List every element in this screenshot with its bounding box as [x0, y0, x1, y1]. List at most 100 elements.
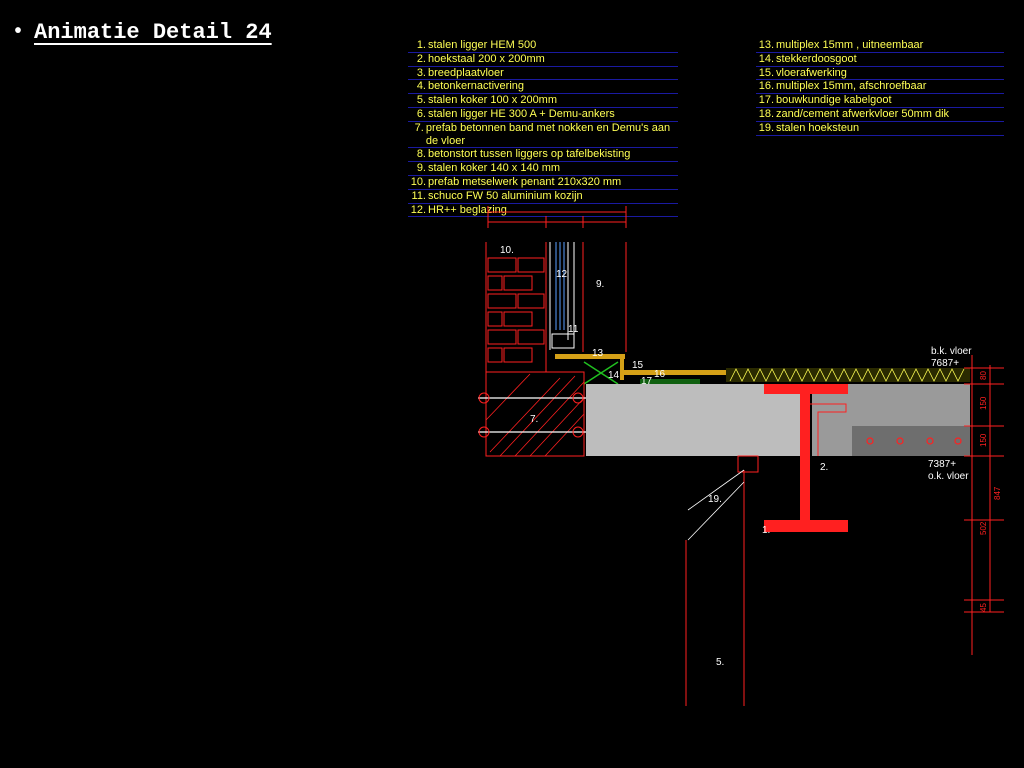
label-11: 11	[568, 324, 579, 335]
label-7: 7.	[530, 414, 538, 425]
legend-item-number: 13.	[758, 39, 774, 51]
level-bottom-name: o.k. vloer	[928, 471, 969, 482]
right-dimension-lines	[964, 355, 1004, 655]
legend-item-number: 15.	[758, 66, 774, 79]
legend-item: 17.bouwkundige kabelgoot	[756, 94, 1004, 108]
legend-item-text: prefab betonnen band met nokken en Demu'…	[425, 121, 671, 147]
legend-item-text: betonstort tussen liggers op tafelbekist…	[428, 148, 631, 161]
legend-item-text: bouwkundige kabelgoot	[776, 94, 892, 107]
label-10: 10.	[500, 245, 514, 256]
label-14: 14	[608, 370, 620, 381]
legend-item-text: stalen ligger HE 300 A + Demu-ankers	[428, 107, 615, 120]
label-17: 17	[641, 376, 653, 387]
legend-item: 8.betonstort tussen liggers op tafelbeki…	[408, 148, 678, 163]
legend-item-number: 2.	[416, 52, 426, 65]
legend-item-number: 1.	[416, 39, 426, 51]
multiplex-13	[555, 354, 625, 359]
legend-item-text: multiplex 15mm , uitneembaar	[776, 39, 924, 51]
brick-penant	[485, 242, 547, 372]
legend-item-text: stalen koker 100 x 200mm	[428, 94, 558, 107]
legend-item-text: stalen ligger HEM 500	[428, 39, 537, 51]
corner-bracket-19	[687, 469, 745, 541]
label-15: 15	[632, 360, 644, 371]
legend-item: 1.stalen ligger HEM 500	[408, 39, 678, 53]
legend-item-number: 4.	[416, 80, 426, 93]
dimension-values: 80 150 150 847 502 45	[979, 371, 1002, 612]
legend-item-text: prefab metselwerk penant 210x320 mm	[428, 175, 622, 188]
legend-item-number: 17.	[758, 94, 774, 107]
legend-item-text: zand/cement afwerkvloer 50mm dik	[776, 107, 950, 120]
legend-item-number: 5.	[416, 94, 426, 107]
window-frame	[549, 242, 575, 350]
multiplex-16	[622, 370, 726, 375]
legend-item-number: 6.	[416, 107, 426, 120]
legend-item-number: 7.	[414, 121, 424, 134]
legend-item-text: betonkernactivering	[428, 80, 525, 93]
legend-item: 3.breedplaatvloer	[408, 67, 678, 81]
legend-item: 13.multiplex 15mm , uitneembaar	[756, 39, 1004, 53]
screed-hatch	[729, 368, 965, 382]
legend-item: 6.stalen ligger HE 300 A + Demu-ankers	[408, 108, 678, 122]
steel-tube-5	[685, 455, 759, 706]
legend-item-text: breedplaatvloer	[428, 66, 504, 79]
label-12: 12	[556, 269, 568, 280]
label-1: 1.	[762, 525, 770, 536]
breedplaatvloer-3	[586, 384, 800, 456]
legend-item: 7.prefab betonnen band met nokken en Dem…	[408, 122, 678, 149]
legend-item-text: hoekstaal 200 x 200mm	[428, 52, 545, 65]
legend-item-number: 3.	[416, 66, 426, 79]
kabelgoot-17	[640, 379, 700, 385]
legend-item-number: 19.	[758, 121, 774, 134]
page-title: • Animatie Detail 24	[12, 20, 272, 45]
drawing-labels: 10. 9. 12 11 13 15 14 16 17 7. 2. 19. 1.…	[500, 245, 972, 668]
cable-duct-14	[583, 361, 619, 385]
legend-item: 4.betonkernactivering	[408, 80, 678, 95]
legend-item-text: stekkerdoosgoot	[776, 52, 857, 65]
steel-beam-hem500	[764, 384, 848, 532]
legend-item-number: 16.	[758, 80, 774, 93]
svg-text:150: 150	[979, 433, 988, 447]
steel-column-9	[582, 242, 627, 352]
svg-text:45: 45	[979, 603, 988, 612]
legend-item-number: 18.	[758, 107, 774, 120]
legend-item: 12.HR++ beglazing	[408, 204, 678, 218]
legend-item-number: 12.	[410, 203, 426, 216]
title-text: Animatie Detail 24	[34, 20, 272, 45]
legend-item-text: stalen koker 140 x 140 mm	[428, 162, 561, 175]
bullet-icon: •	[12, 21, 25, 44]
angle-steel-2	[810, 403, 847, 456]
legend-item-text: vloerafwerking	[776, 66, 847, 79]
level-bottom-value: 7387+	[928, 459, 956, 470]
legend-item: 11.schuco FW 50 aluminium kozijn	[408, 190, 678, 204]
label-13: 13	[592, 348, 604, 359]
legend-item: 2.hoekstaal 200 x 200mm	[408, 53, 678, 67]
svg-text:150: 150	[979, 396, 988, 410]
label-16: 16	[654, 369, 666, 380]
level-top-value: 7687+	[931, 358, 959, 369]
legend-item-text: stalen hoeksteun	[776, 121, 860, 134]
legend-item-number: 14.	[758, 52, 774, 65]
legend-item: 5.stalen koker 100 x 200mm	[408, 94, 678, 108]
top-dimension-lines	[487, 206, 627, 228]
legend-item-text: multiplex 15mm, afschroefbaar	[776, 80, 927, 93]
legend-item-number: 11.	[411, 189, 426, 202]
legend-item: 14.stekkerdoosgoot	[756, 53, 1004, 67]
label-9: 9.	[596, 279, 604, 290]
svg-text:847: 847	[993, 486, 1002, 500]
legend-item-text: HR++ beglazing	[428, 203, 507, 216]
legend-item-text: schuco FW 50 aluminium kozijn	[428, 189, 583, 202]
level-top-name: b.k. vloer	[931, 346, 972, 357]
legend-item-number: 9.	[416, 162, 426, 175]
legend-item: 15.vloerafwerking	[756, 67, 1004, 81]
legend-item: 10.prefab metselwerk penant 210x320 mm	[408, 176, 678, 190]
legend-item-number: 10.	[410, 175, 426, 188]
legend-item: 9.stalen koker 140 x 140 mm	[408, 162, 678, 176]
precast-band-7	[478, 371, 586, 457]
legend-item-number: 8.	[416, 148, 426, 161]
label-5: 5.	[716, 657, 724, 668]
label-19: 19.	[708, 494, 722, 505]
legend-item: 19.stalen hoeksteun	[756, 122, 1004, 136]
